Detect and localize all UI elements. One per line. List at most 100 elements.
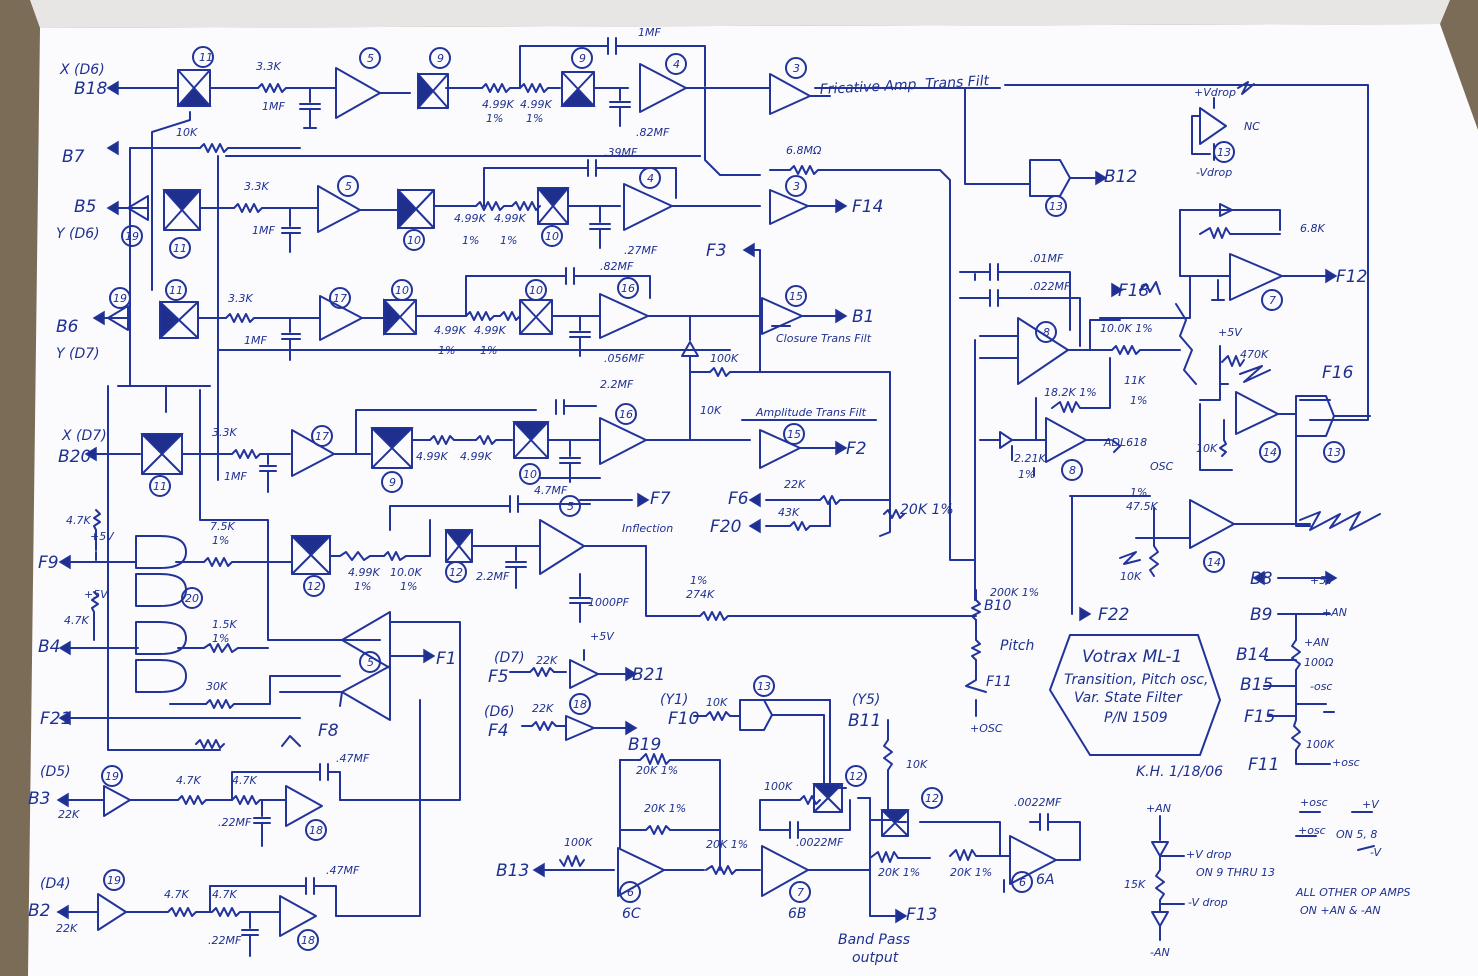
port-b19: B19 xyxy=(628,735,661,755)
port-b9: B9 xyxy=(1250,605,1272,625)
val-r274k: 274K xyxy=(686,588,715,601)
val-c22c-sm: .22MF xyxy=(208,934,242,947)
ic-7a: 7 xyxy=(1269,294,1276,307)
val-1pct-2: 1% xyxy=(526,112,543,125)
port-b10: B10 xyxy=(984,598,1012,614)
port-f12: F12 xyxy=(1336,267,1367,287)
val-minus-osc: -osc xyxy=(1310,680,1332,693)
val-r499-1: 4.99K xyxy=(482,98,514,111)
val-r499-9: 4.99K xyxy=(348,566,380,579)
val-r11k: 11K xyxy=(1124,374,1146,387)
legend-plus-osc-2: +osc xyxy=(1298,824,1326,837)
val-r100r: 100Ω xyxy=(1304,656,1334,669)
val-c82b: .82MF xyxy=(600,260,634,273)
ic-8b: 8 xyxy=(1069,464,1076,477)
val-c22b-sm: .22MF xyxy=(218,816,252,829)
val-r200k: 200K 1% xyxy=(990,586,1039,599)
val-1pct-1: 1% xyxy=(486,112,503,125)
val-plus5v-2: +5V xyxy=(84,588,109,601)
ic-10a: 10 xyxy=(407,234,421,247)
val-c056: .056MF xyxy=(604,352,645,365)
label-amplitude: Amplitude Trans Filt xyxy=(755,406,867,419)
val-1pct-5: 1% xyxy=(438,344,455,357)
port-f3: F3 xyxy=(706,241,727,261)
val-plus-an: +AN xyxy=(1322,606,1347,619)
legend-all-other-2: ON +AN & -AN xyxy=(1300,904,1381,917)
ic-11a: 11 xyxy=(199,51,213,64)
scribbles xyxy=(1111,81,1381,565)
ic-10c: 10 xyxy=(395,284,409,297)
label-bandpass-output: output xyxy=(852,950,899,966)
val-274k-pct: 1% xyxy=(690,574,707,587)
ic-11d: 11 xyxy=(153,480,167,493)
val-c22uf: 2.2MF xyxy=(600,378,634,391)
val-plus-osc: +osc xyxy=(1332,756,1360,769)
val-c47: 4.7MF xyxy=(534,484,568,497)
legend-minus-an: -AN xyxy=(1150,946,1170,959)
port-f18: F18 xyxy=(1118,281,1150,301)
port-f2: F2 xyxy=(846,439,867,459)
port-f11b: F11 xyxy=(1248,755,1279,775)
port-f14: F14 xyxy=(852,197,883,217)
val-c1uf-3: 1MF xyxy=(244,334,267,347)
val-r10k-6: 10K xyxy=(906,758,928,771)
val-r68k: 6.8K xyxy=(1300,222,1325,235)
legend-plus-an: +AN xyxy=(1146,802,1171,815)
ic-9b: 9 xyxy=(579,52,586,65)
ic-13d: 13 xyxy=(757,680,771,693)
val-c1uf-1: 1MF xyxy=(262,100,285,113)
val-1pct-12: 1% xyxy=(1130,486,1147,499)
port-b2: B2 xyxy=(28,901,50,921)
val-c022: .022MF xyxy=(1030,280,1071,293)
note-y5: (Y5) xyxy=(852,692,880,708)
port-b13: B13 xyxy=(496,861,529,881)
val-c39: .39MF xyxy=(604,146,638,159)
label-pitch: Pitch xyxy=(1000,638,1034,654)
val-r470k: 470K xyxy=(1240,348,1269,361)
legend-minus-vdrop: -V drop xyxy=(1188,896,1228,909)
note-y-d6: Y (D6) xyxy=(56,226,100,242)
val-r33k-2: 3.3K xyxy=(244,180,269,193)
ic-17b: 17 xyxy=(315,430,329,443)
val-r499-3: 4.99K xyxy=(454,212,486,225)
labels: X (D6) B18 B7 B5 Y (D6) B6 Y (D7) X (D7)… xyxy=(28,26,1410,966)
port-f4: F4 xyxy=(488,721,509,741)
ic-4a: 5 xyxy=(367,656,374,669)
ic-9c: 9 xyxy=(389,476,396,489)
val-r30k: 30K xyxy=(206,680,228,693)
port-f16: F16 xyxy=(1322,363,1354,383)
port-f6: F6 xyxy=(728,489,749,509)
val-r20k-bp-1: 20K 1% xyxy=(636,764,678,777)
ic-7b: 7 xyxy=(797,886,804,899)
val-r68m: 6.8MΩ xyxy=(786,144,822,157)
val-r499-4: 4.99K xyxy=(494,212,526,225)
val-c1uf-top: 1MF xyxy=(638,26,661,39)
val-c27: .27MF xyxy=(624,244,658,257)
port-f15: F15 xyxy=(1244,707,1275,727)
ic-5a: 5 xyxy=(567,500,574,513)
val-r10k-2: 10K xyxy=(700,404,722,417)
port-f7: F7 xyxy=(650,489,671,509)
val-r47k-6: 4.7K xyxy=(212,888,237,901)
port-b5: B5 xyxy=(74,197,96,217)
val-r33k-1: 3.3K xyxy=(256,60,281,73)
port-b12: B12 xyxy=(1104,167,1137,187)
ic-3b: 5 xyxy=(345,180,352,193)
note-x-d6: X (D6) xyxy=(59,62,105,78)
port-f21: F21 xyxy=(40,709,71,729)
port-f1: F1 xyxy=(436,649,457,669)
val-r22k: 22K xyxy=(784,478,806,491)
val-r47k-5: 4.7K xyxy=(164,888,189,901)
val-1pct-3: 1% xyxy=(462,234,479,247)
author-date: K.H. 1/18/06 xyxy=(1136,764,1223,780)
ic-8a: 8 xyxy=(1043,326,1050,339)
ic-11b: 11 xyxy=(173,242,187,255)
val-plus5v-3: +5V xyxy=(1218,326,1243,339)
ic-13a: 13 xyxy=(1049,200,1063,213)
legend-plus-v: +V xyxy=(1362,798,1380,811)
legend-on-9-13: ON 9 THRU 13 xyxy=(1196,866,1275,879)
val-r1000k: 10.0K xyxy=(390,566,422,579)
ic-12d: 12 xyxy=(925,792,939,805)
ic-12a: 12 xyxy=(307,580,321,593)
val-r22k-b: 22K xyxy=(58,808,80,821)
